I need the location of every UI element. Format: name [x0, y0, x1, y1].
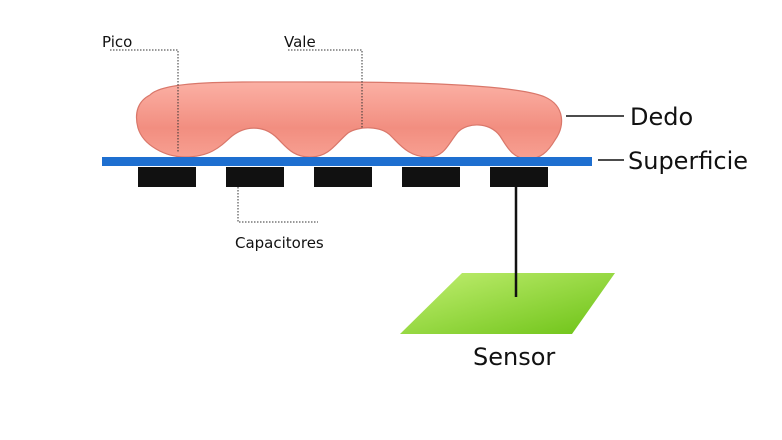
finger-shape: [135, 81, 563, 160]
capacitor: [402, 167, 460, 187]
capacitor-row: [138, 167, 548, 187]
capacitor: [314, 167, 372, 187]
peak-label: Pico: [102, 33, 132, 51]
valley-label: Vale: [284, 33, 316, 51]
surface-bar: [102, 157, 592, 166]
capacitors-label: Capacitores: [235, 234, 324, 252]
capacitor: [138, 167, 196, 187]
peak-leader-line: [110, 49, 179, 152]
sensor-plane: [400, 273, 615, 334]
valley-leader-line: [288, 49, 363, 128]
sensor-label: Sensor: [473, 343, 555, 371]
surface-label: Superficie: [628, 147, 748, 175]
capacitors-leader-line: [237, 187, 318, 223]
capacitor: [490, 167, 548, 187]
capacitor: [226, 167, 284, 187]
finger-label: Dedo: [630, 103, 693, 131]
